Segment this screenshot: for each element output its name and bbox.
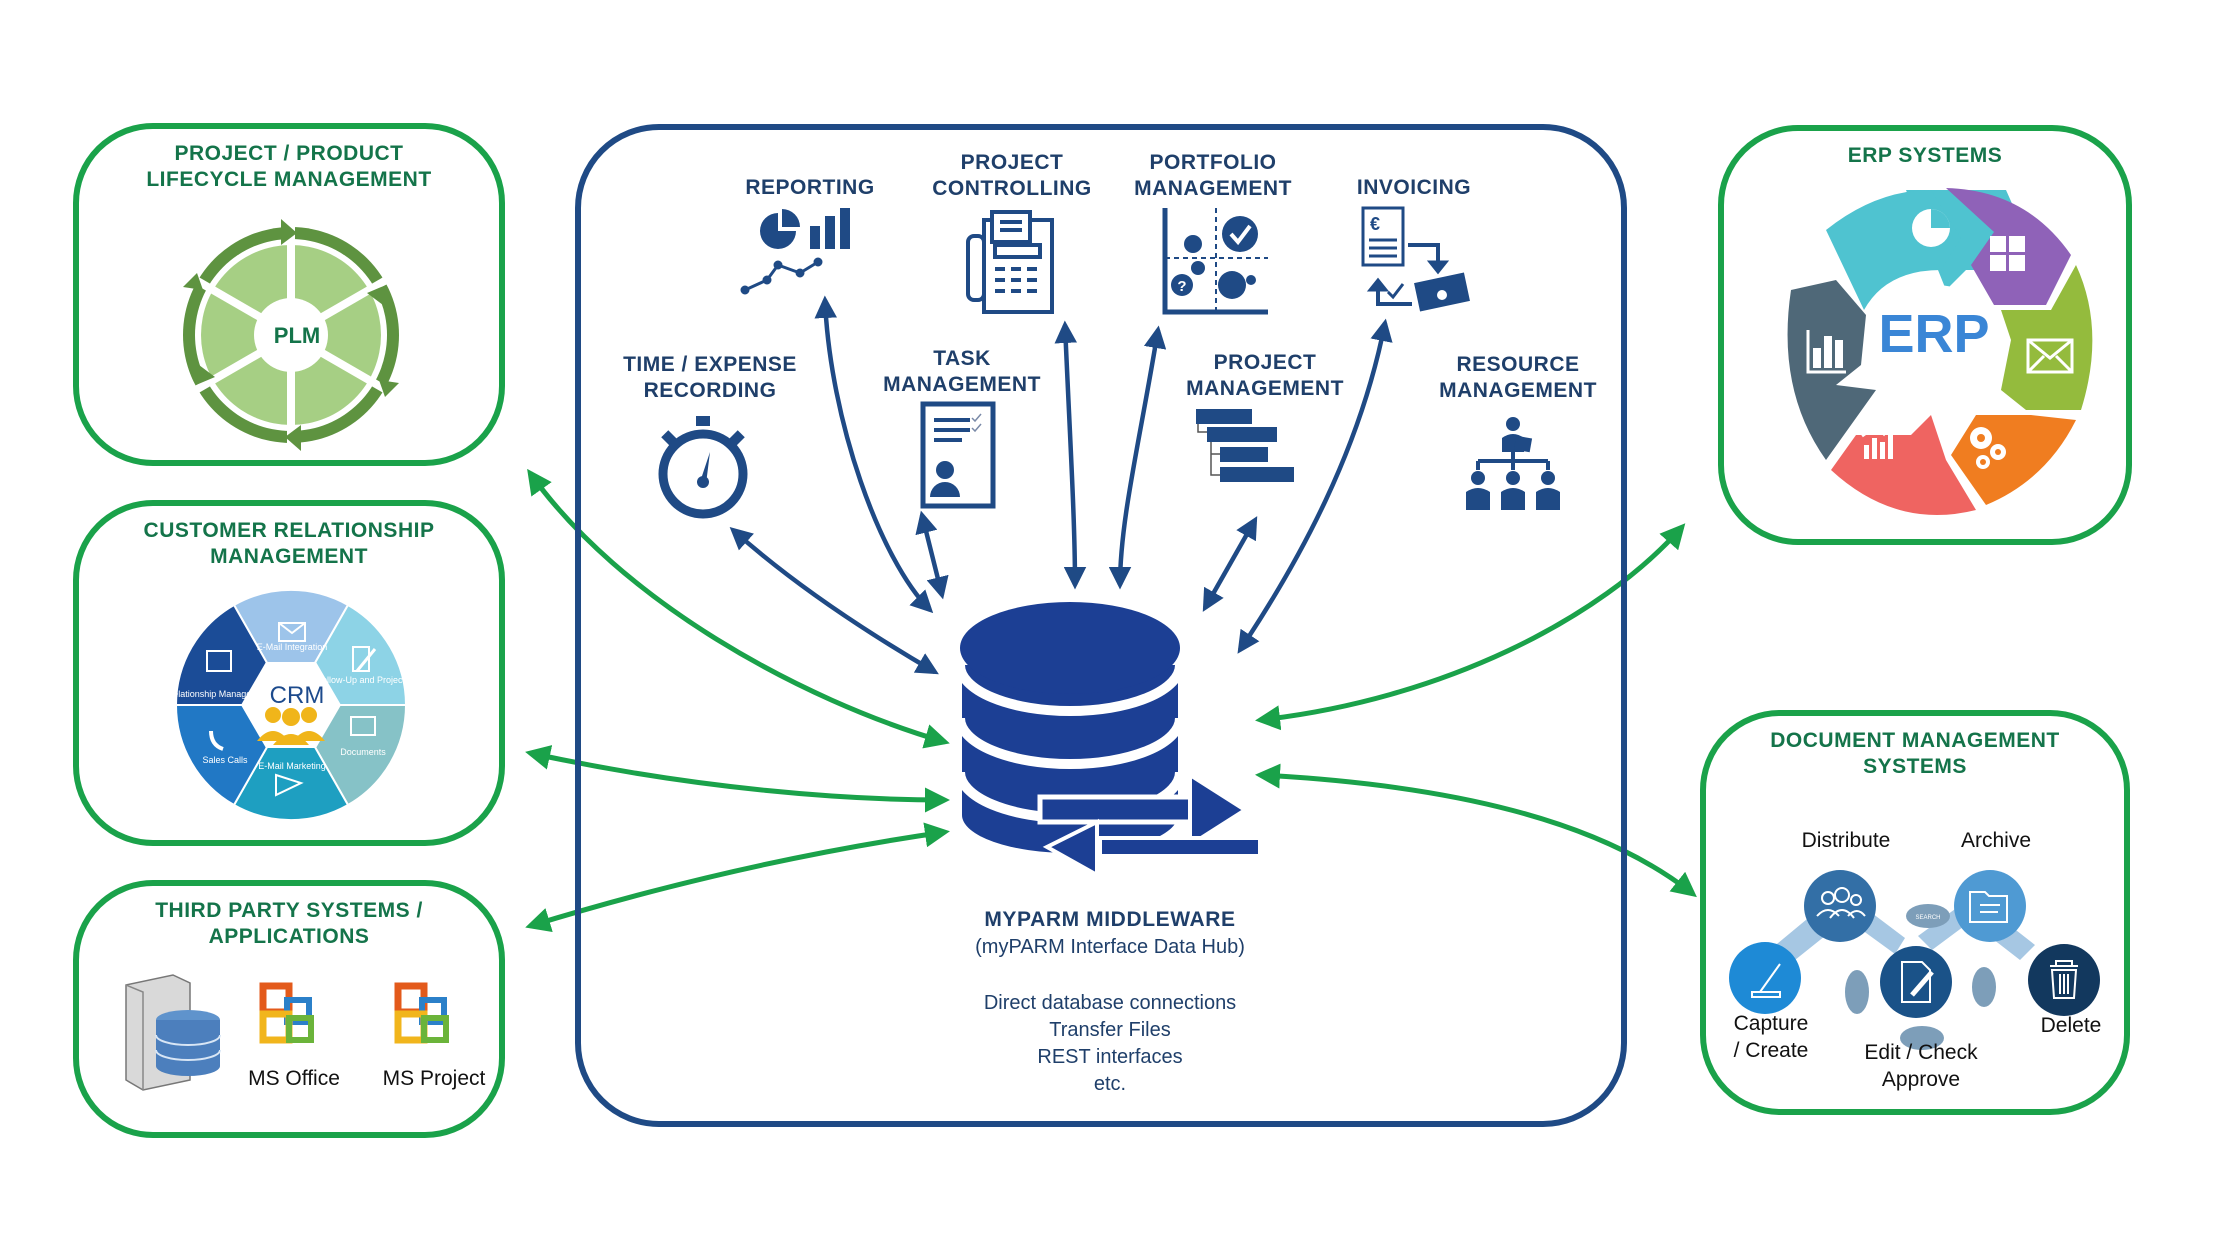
erp-wheel-diagram <box>1787 188 2093 515</box>
crm-segment-label: Follow-Up and Projects <box>316 675 410 685</box>
crm-segment-label: E-Mail Integration <box>257 642 328 652</box>
crm-wheel-diagram: E-Mail Integration Follow-Up and Project… <box>167 588 410 822</box>
gantt-icon <box>1196 409 1294 482</box>
module-invoicing-title: INVOICING <box>1356 176 1472 199</box>
third-party-icons <box>125 974 449 1091</box>
plm-center-label: PLM <box>273 323 321 348</box>
middleware-methods: Direct database connections Transfer Fil… <box>880 990 1340 1098</box>
middleware-method: Direct database connections <box>983 992 1237 1014</box>
dms-step-distribute: Distribute <box>1801 829 1891 852</box>
arrow-portfolio <box>1108 325 1167 590</box>
middleware-method: etc. <box>1093 1073 1127 1095</box>
erp-center-label: ERP <box>1878 304 1990 364</box>
module-resource-management-title: RESOURCE MANAGEMENT <box>1439 353 1597 402</box>
ms-project-logo-icon <box>394 982 449 1044</box>
arrow-erp-middleware <box>1255 523 1686 731</box>
third-party-title: THIRD PARTY SYSTEMS / APPLICATIONS <box>155 899 423 948</box>
dms-system-box: DOCUMENT MANAGEMENT SYSTEMS SEARCH Distr… <box>1700 710 2130 1115</box>
arrow-plm-middleware <box>527 468 950 749</box>
reporting-chart-icon <box>740 208 850 295</box>
arrow-project-controlling <box>1054 320 1087 590</box>
arrow-crm-middleware <box>525 745 950 813</box>
middleware-subtitle: (myPARM Interface Data Hub) <box>975 936 1245 958</box>
calculator-receipt-icon <box>966 210 1054 314</box>
middleware-database-icon <box>955 602 1262 879</box>
invoice-euro-icon: € <box>1361 206 1470 312</box>
arrow-project-management <box>1202 516 1258 612</box>
module-task-management-title: TASK MANAGEMENT <box>883 347 1041 396</box>
module-portfolio-title: PORTFOLIO MANAGEMENT <box>1134 151 1292 200</box>
middleware-method: REST interfaces <box>1037 1046 1183 1068</box>
third-party-system-box: THIRD PARTY SYSTEMS / APPLICATIONS MS Of… <box>73 880 505 1138</box>
dms-title: DOCUMENT MANAGEMENT SYSTEMS <box>1770 729 2060 778</box>
arrow-dms-middleware <box>1255 763 1697 898</box>
crm-segment-label: Documents <box>340 747 386 757</box>
task-list-icon <box>920 401 996 509</box>
svg-text:?: ? <box>1177 278 1186 295</box>
distribute-icon <box>1804 870 1876 942</box>
dms-workflow-diagram: SEARCH <box>1729 870 2100 1050</box>
middleware-title: MYPARM MIDDLEWARE <box>984 908 1236 931</box>
crm-title: CUSTOMER RELATIONSHIP MANAGEMENT <box>143 519 435 568</box>
crm-segment-label: E-Mail Marketing <box>258 761 326 771</box>
app-label-ms-project: MS Project <box>382 1067 486 1090</box>
dms-step-capture-create: Capture / Create <box>1733 1012 1809 1062</box>
capture-icon <box>1729 942 1801 1014</box>
arrow-thirdparty-middleware <box>525 822 950 933</box>
crm-segment-label: Relationship Management <box>167 689 272 699</box>
myparm-platform-frame <box>575 124 1627 1127</box>
arrow-invoicing <box>1237 318 1393 654</box>
plm-cycle-diagram <box>183 219 399 451</box>
stopwatch-icon <box>658 416 748 519</box>
crm-segment-label: Sales Calls <box>202 755 248 765</box>
plm-title: PROJECT / PRODUCT LIFECYCLE MANAGEMENT <box>146 142 432 191</box>
arrow-task-management <box>915 510 949 600</box>
server-database-icon <box>125 974 221 1091</box>
dms-search-bubble: SEARCH <box>1915 915 1940 921</box>
dms-step-edit-check-approve: Edit / Check Approve <box>1864 1041 1978 1091</box>
dms-step-archive: Archive <box>1960 829 2032 852</box>
module-reporting-title: REPORTING <box>745 176 875 199</box>
svg-text:€: € <box>1370 214 1380 234</box>
org-chart-icon <box>1466 417 1560 510</box>
ms-office-logo-icon <box>259 982 314 1044</box>
plm-system-box: PROJECT / PRODUCT LIFECYCLE MANAGEMENT P… <box>73 123 505 466</box>
edit-check-icon <box>1880 946 1952 1018</box>
erp-title: ERP SYSTEMS <box>1847 144 2003 167</box>
module-project-management-title: PROJECT MANAGEMENT <box>1186 351 1344 400</box>
crm-system-box: CUSTOMER RELATIONSHIP MANAGEMENT E-Mail <box>73 500 505 846</box>
portfolio-matrix-icon: ? <box>1162 208 1268 315</box>
module-project-controlling-title: PROJECT CONTROLLING <box>932 151 1092 200</box>
middleware-method: Transfer Files <box>1049 1019 1171 1041</box>
module-time-expense-title: TIME / EXPENSE RECORDING <box>623 353 797 402</box>
erp-system-box: ERP SYSTEMS ERP <box>1718 125 2132 545</box>
app-label-ms-office: MS Office <box>248 1067 340 1090</box>
arrow-time-expense <box>729 526 939 675</box>
dms-step-delete: Delete <box>2040 1014 2102 1037</box>
crm-center-label: CRM <box>269 682 325 709</box>
